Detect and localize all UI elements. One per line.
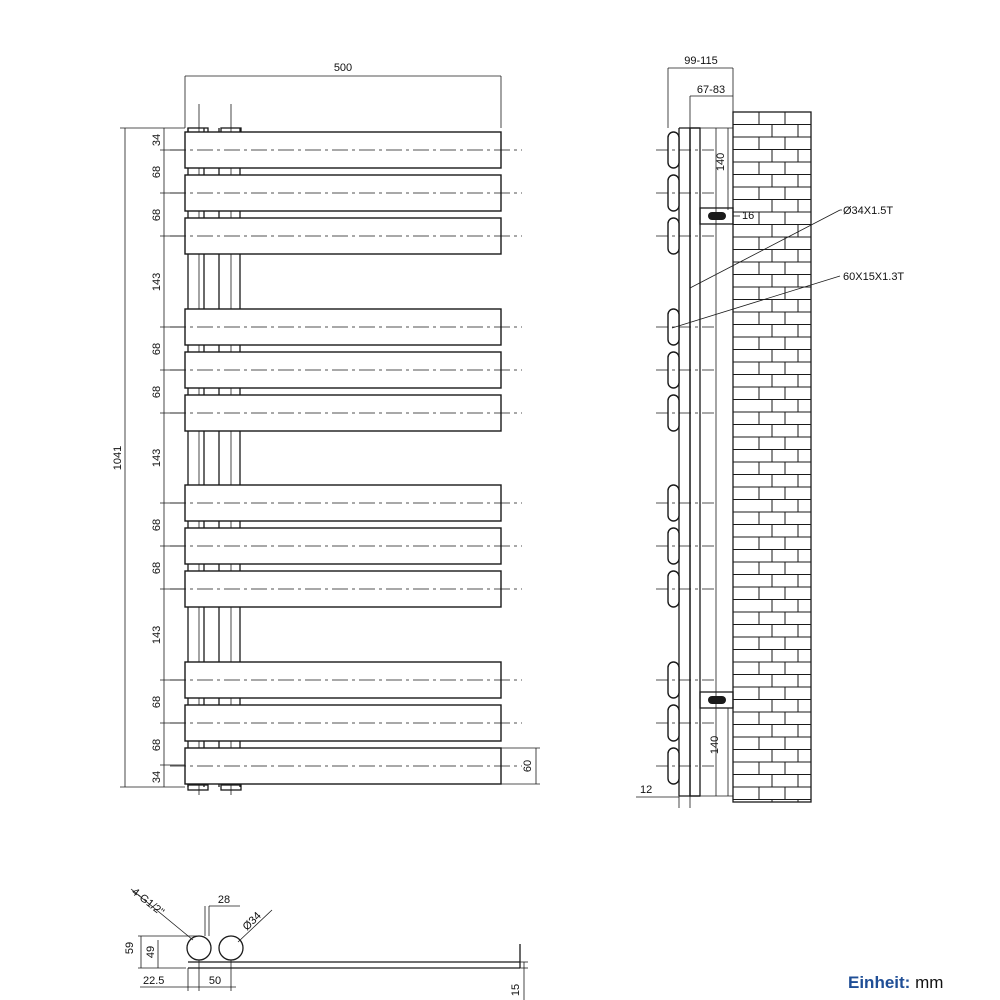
- segment-label-12: 68: [151, 739, 163, 751]
- segment-label-1: 34: [151, 134, 163, 146]
- pipe-diameter-label: Ø34: [241, 910, 264, 933]
- brick-wall: [732, 111, 812, 803]
- segment-label-9: 68: [151, 562, 163, 574]
- side-view: 99-115 67-83 140 16 140 12: [636, 55, 904, 808]
- segment-label-7: 143: [151, 449, 163, 467]
- segment-label-5: 68: [151, 343, 163, 355]
- horizontal-bars: [184, 131, 502, 785]
- unit-value: mm: [915, 973, 944, 992]
- segment-label-13: 34: [151, 771, 163, 783]
- bracket-top-screw: [708, 212, 726, 220]
- height-inner-label: 49: [145, 946, 157, 958]
- bracket-bottom-screw: [708, 696, 726, 704]
- left-offset-label: 22.5: [143, 975, 164, 987]
- bar-height-label: 60: [522, 760, 534, 772]
- thread-label: 4-G1/2": [129, 886, 166, 919]
- segment-label-6: 68: [151, 386, 163, 398]
- side-centerlines: [656, 149, 718, 767]
- width-label: 500: [334, 62, 352, 74]
- spacing-label: 28: [218, 894, 230, 906]
- bar-spec-label: 60X15X1.3T: [843, 271, 904, 283]
- bottom-view: 59 49 22.5 50 28 4-G1/2" Ø34 15: [124, 886, 528, 1000]
- segment-label-4: 143: [151, 273, 163, 291]
- pipe-spec-label: Ø34X1.5T: [843, 205, 893, 217]
- segment-label-2: 68: [151, 166, 163, 178]
- segment-label-11: 68: [151, 696, 163, 708]
- front-view: 500 1041 34 68 68 143 68 68 143: [112, 62, 540, 795]
- height-label: 1041: [112, 446, 124, 470]
- unit-label: Einheit:: [848, 973, 911, 992]
- pipe-diameter-leader: [237, 909, 273, 943]
- depth-outer-label: 99-115: [684, 55, 717, 67]
- center-distance-label: 50: [209, 975, 221, 987]
- segment-label-3: 68: [151, 209, 163, 221]
- side-pipe: [689, 127, 701, 797]
- thickness-label: 15: [510, 984, 522, 996]
- brick-rows: [733, 112, 811, 803]
- segment-label-8: 68: [151, 519, 163, 531]
- segment-label-10: 143: [151, 626, 163, 644]
- bar-centerlines: [170, 149, 522, 767]
- depth-inner-label: 67-83: [697, 84, 725, 96]
- small-offset-label: 16: [742, 210, 754, 222]
- thread-leader: [130, 888, 194, 941]
- bottom-offset-label: 12: [640, 784, 652, 796]
- bar-profiles: [667, 131, 680, 785]
- bracket-bottom-label: 140: [709, 736, 721, 754]
- height-outer-label: 59: [124, 942, 136, 954]
- segment-ticks: [160, 128, 185, 787]
- bracket-top-label: 140: [715, 153, 727, 171]
- bar-spec-leader: [671, 275, 841, 329]
- bottom-pipe-right: [218, 935, 244, 961]
- unit-note: Einheit: mm: [848, 973, 943, 993]
- bottom-pipe-left: [186, 935, 212, 961]
